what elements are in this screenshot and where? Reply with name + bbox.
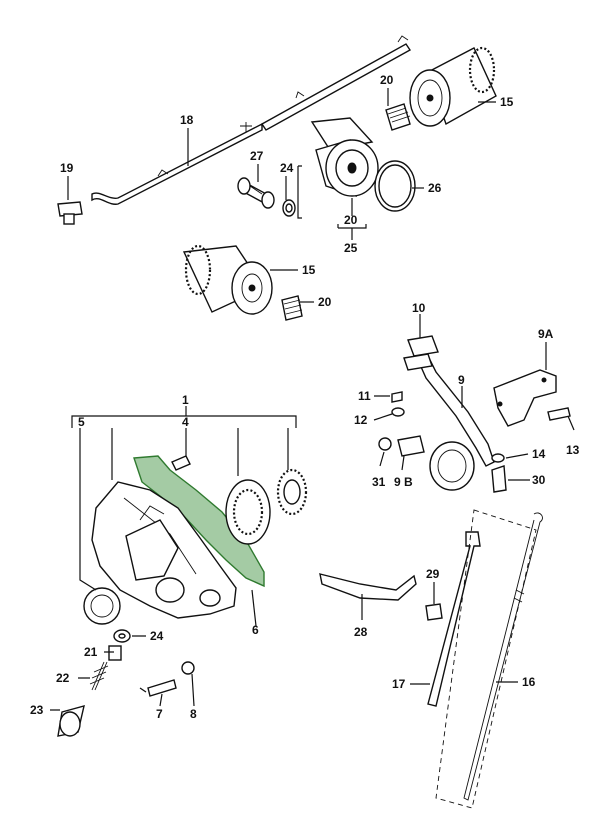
dipstick-tube-part — [427, 531, 481, 707]
part-number-labels: 1 4 5 6 7 8 9 9A 9 B 10 11 12 13 14 15 1… — [30, 73, 580, 721]
label-6: 6 — [252, 623, 259, 637]
label-12: 12 — [354, 413, 368, 427]
label-25: 25 — [344, 241, 358, 255]
leader-lines — [50, 88, 575, 711]
label-20-housing: 20 — [344, 213, 358, 227]
label-23: 23 — [30, 703, 44, 717]
label-24-top: 24 — [280, 161, 294, 175]
label-29: 29 — [426, 567, 440, 581]
pipe-flange-part — [403, 353, 433, 371]
spring-lower-part — [281, 295, 303, 321]
strap-bracket-part — [319, 573, 417, 601]
bracket-9b-part — [397, 435, 425, 457]
label-10: 10 — [412, 301, 426, 315]
label-13: 13 — [566, 443, 580, 457]
label-20-lower: 20 — [318, 295, 332, 309]
label-9a: 9A — [538, 327, 554, 341]
pump-nut-part — [181, 661, 195, 675]
label-14: 14 — [532, 447, 546, 461]
oil-suction-pipe-part — [417, 355, 495, 491]
spring-upper-part — [385, 103, 411, 131]
valve-plug-part — [57, 705, 85, 737]
screw-11-part — [391, 391, 403, 403]
label-4: 4 — [182, 415, 189, 429]
label-19: 19 — [60, 161, 74, 175]
bracket-washer-14-part — [491, 453, 505, 463]
label-24-pump: 24 — [150, 629, 164, 643]
label-5: 5 — [78, 415, 85, 429]
pump-inner-rotor-part — [276, 468, 308, 516]
bracket-9a-part — [493, 369, 557, 427]
pump-washer-part — [113, 629, 131, 643]
bracket-bolt-13-part — [547, 407, 571, 421]
oil-filter-lower-part — [182, 244, 273, 315]
label-27: 27 — [250, 149, 264, 163]
drain-plug-part — [57, 201, 83, 225]
label-18: 18 — [180, 113, 194, 127]
label-9b: 9 B — [394, 475, 413, 489]
oil-line-bracket-part — [91, 35, 412, 205]
pump-screw-part — [171, 455, 191, 471]
label-15-upper: 15 — [500, 95, 514, 109]
label-17: 17 — [392, 677, 406, 691]
label-31: 31 — [372, 475, 386, 489]
pump-outer-rotor-part — [225, 479, 271, 545]
label-26: 26 — [428, 181, 442, 195]
label-7: 7 — [156, 707, 163, 721]
washer-12-part — [391, 407, 405, 417]
label-30: 30 — [532, 473, 546, 487]
bracket-bolt-30-part — [491, 465, 507, 493]
label-1: 1 — [182, 393, 189, 407]
nut-31-part — [378, 437, 392, 451]
pipe-flange-gasket-part — [407, 335, 439, 357]
label-8: 8 — [190, 707, 197, 721]
pump-bolt-part — [147, 679, 177, 697]
dipstick-part — [463, 512, 543, 801]
banjo-bolt-part — [237, 177, 275, 209]
o-ring-part — [374, 160, 416, 212]
label-15-lower: 15 — [302, 263, 316, 277]
dipstick-dashed-outline — [435, 509, 537, 809]
oil-pump-housing-part — [83, 455, 265, 625]
filter-console-part — [310, 117, 379, 198]
oil-filter-upper-part — [409, 46, 497, 127]
label-16: 16 — [522, 675, 536, 689]
sealing-washer-part — [282, 199, 296, 217]
valve-spring-part — [89, 661, 109, 691]
label-11: 11 — [358, 389, 371, 403]
label-21: 21 — [84, 645, 98, 659]
label-28: 28 — [354, 625, 368, 639]
label-9: 9 — [458, 373, 465, 387]
retaining-clip-part — [425, 603, 443, 621]
label-22: 22 — [56, 671, 70, 685]
label-20-upper: 20 — [380, 73, 394, 87]
valve-plunger-part — [108, 645, 122, 661]
